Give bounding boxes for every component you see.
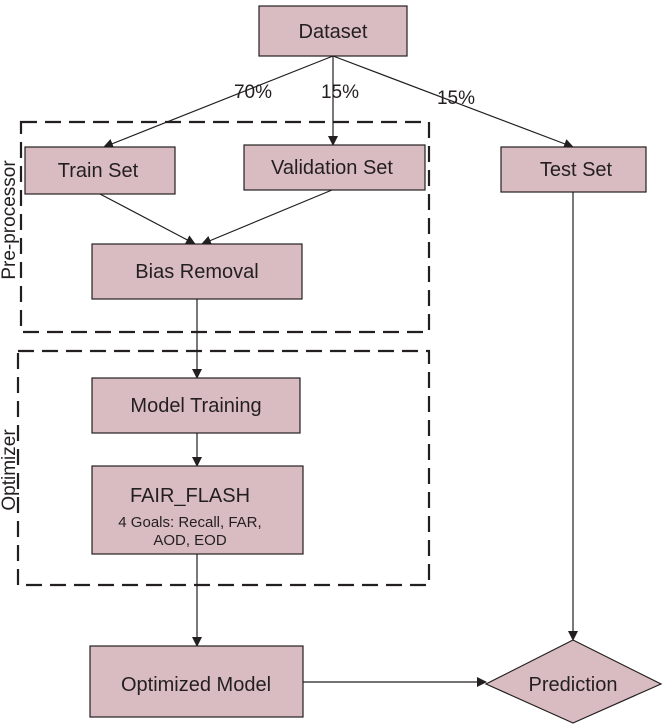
dataset-node: [258, 5, 408, 57]
preprocessor-group-box: [19, 120, 431, 334]
train-split-label: 70%: [234, 82, 272, 103]
optimized-model-label: Optimized Model: [121, 674, 271, 696]
validation-set-label: Validation Set: [271, 157, 393, 179]
optimizer-group-label: Optimizer: [0, 429, 20, 511]
optimized-model-node: [89, 645, 304, 718]
optimizer-group-box: [16, 349, 431, 587]
preprocessor-group-label: Pre-processor: [0, 160, 20, 280]
fair-flash-node: [91, 465, 304, 555]
model-training-node: [91, 377, 301, 434]
edge-validation-bias: [201, 189, 333, 246]
fair-flash-goals-line1: 4 Goals: Recall, FAR,: [118, 514, 261, 531]
prediction-node: [484, 639, 663, 724]
train-set-label: Train Set: [58, 160, 139, 182]
model-training-label: Model Training: [130, 395, 261, 417]
bias-removal-label: Bias Removal: [135, 261, 258, 283]
fair-flash-goals-line2: AOD, EOD: [153, 532, 227, 549]
bias-removal-node: [91, 243, 303, 300]
edge-dataset-test: [332, 55, 574, 149]
test-split-label: 15%: [437, 88, 475, 109]
prediction-label: Prediction: [529, 674, 618, 696]
test-set-label: Test Set: [540, 159, 613, 181]
validation-split-label: 15%: [321, 82, 359, 103]
fair-flash-title: FAIR_FLASH: [130, 485, 250, 507]
edge-dataset-train: [103, 55, 334, 149]
test-set-node: [500, 146, 647, 193]
dataset-label: Dataset: [299, 21, 368, 43]
validation-set-node: [243, 144, 426, 191]
train-set-node: [24, 146, 176, 195]
edge-train-bias: [99, 193, 196, 245]
